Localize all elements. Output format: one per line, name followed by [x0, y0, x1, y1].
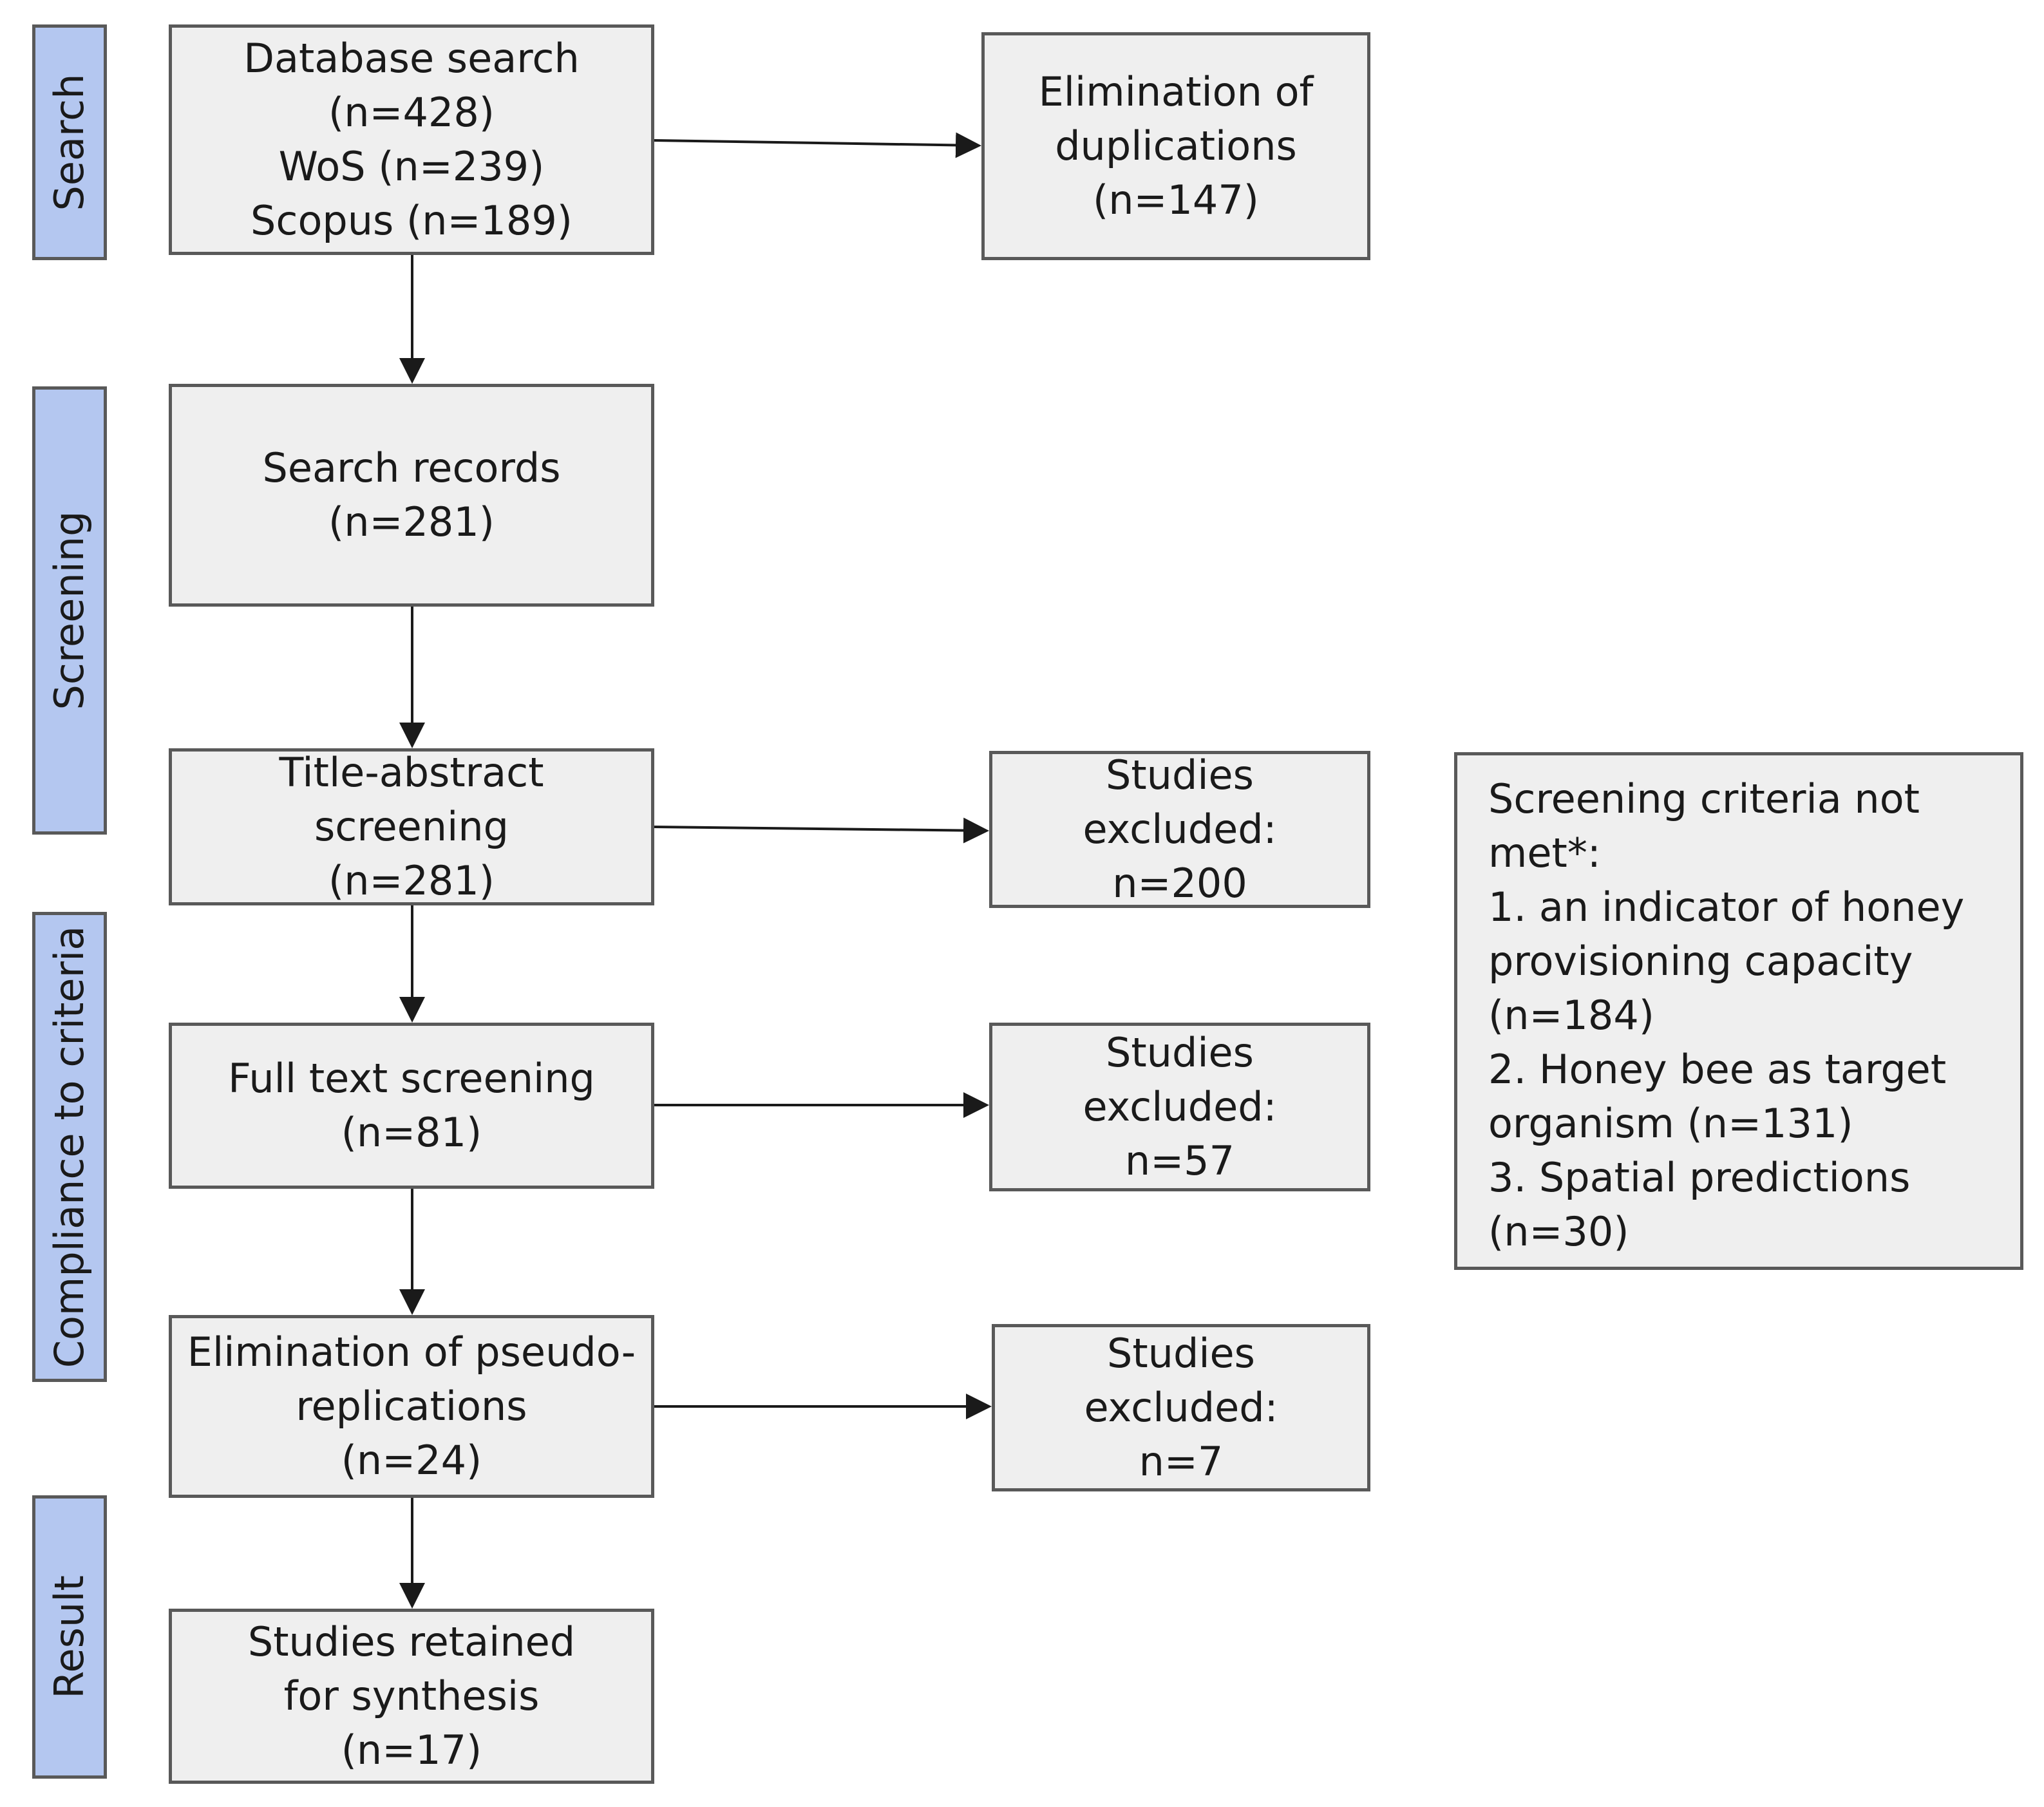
box-line: organism (n=131): [1488, 1100, 1853, 1147]
title-abstract-box: Title-abstract screening (n=281): [169, 748, 654, 905]
box-line: (n=24): [341, 1437, 482, 1484]
box-line: provisioning capacity: [1488, 938, 1913, 985]
search-records-box: Search records (n=281): [169, 384, 654, 607]
box-line: Elimination of pseudo-: [187, 1329, 636, 1376]
stage-result: Result: [32, 1495, 107, 1779]
excluded-fulltext-box: Studies excluded: n=57: [989, 1023, 1370, 1191]
box-line: (n=281): [328, 498, 495, 545]
arrow-right: [654, 132, 981, 158]
box-line: excluded:: [1083, 1083, 1277, 1130]
box-line: excluded:: [1083, 806, 1277, 853]
box-line: Studies retained: [247, 1618, 576, 1665]
box-line: screening: [314, 803, 509, 850]
box-line: n=7: [1139, 1438, 1224, 1485]
box-line: n=200: [1112, 860, 1247, 907]
box-line: 2. Honey bee as target: [1488, 1046, 1947, 1093]
box-line: Scopus (n=189): [251, 197, 573, 244]
box-line: excluded:: [1084, 1384, 1278, 1431]
criteria-not-met-box: Screening criteria not met*: 1. an indic…: [1454, 752, 2023, 1270]
excluded-title-box: Studies excluded: n=200: [989, 751, 1370, 908]
elimination-duplications-box: Elimination of duplications (n=147): [981, 32, 1370, 260]
box-line: (n=147): [1093, 176, 1259, 223]
box-line: (n=281): [328, 857, 495, 904]
excluded-pseudo-box: Studies excluded: n=7: [992, 1324, 1370, 1491]
box-line: n=57: [1124, 1137, 1235, 1184]
box-line: (n=17): [341, 1727, 482, 1774]
box-line: (n=184): [1488, 992, 1654, 1039]
box-line: (n=428): [328, 89, 495, 136]
box-line: Database search: [243, 35, 580, 82]
arrow-right: [654, 817, 989, 844]
box-line: met*:: [1488, 829, 1601, 876]
box-line: Elimination of: [1038, 68, 1314, 115]
stage-screening: Screening: [32, 386, 107, 835]
pseudo-replications-box: Elimination of pseudo- replications (n=2…: [169, 1315, 654, 1498]
box-line: replications: [296, 1383, 527, 1430]
database-search-box: Database search (n=428) WoS (n=239) Scop…: [169, 24, 654, 255]
box-line: Title-abstract: [279, 749, 544, 796]
box-line: 3. Spatial predictions: [1488, 1154, 1911, 1201]
box-line: WoS (n=239): [278, 143, 545, 190]
box-line: 1. an indicator of honey: [1488, 884, 1965, 931]
box-line: Full text screening: [228, 1055, 595, 1102]
retained-box: Studies retained for synthesis (n=17): [169, 1609, 654, 1784]
box-line: Studies: [1107, 1330, 1255, 1377]
stage-search: Search: [32, 24, 107, 260]
box-line: duplications: [1055, 122, 1297, 169]
full-text-box: Full text screening (n=81): [169, 1023, 654, 1189]
box-line: (n=81): [341, 1109, 482, 1156]
box-line: Search records: [262, 444, 561, 491]
box-line: Screening criteria not: [1488, 775, 1920, 822]
box-line: for synthesis: [283, 1672, 540, 1719]
box-line: Studies: [1106, 1029, 1254, 1076]
box-line: (n=30): [1488, 1208, 1629, 1255]
box-line: Studies: [1106, 752, 1254, 799]
stage-compliance: Compliance to criteria: [32, 912, 107, 1382]
